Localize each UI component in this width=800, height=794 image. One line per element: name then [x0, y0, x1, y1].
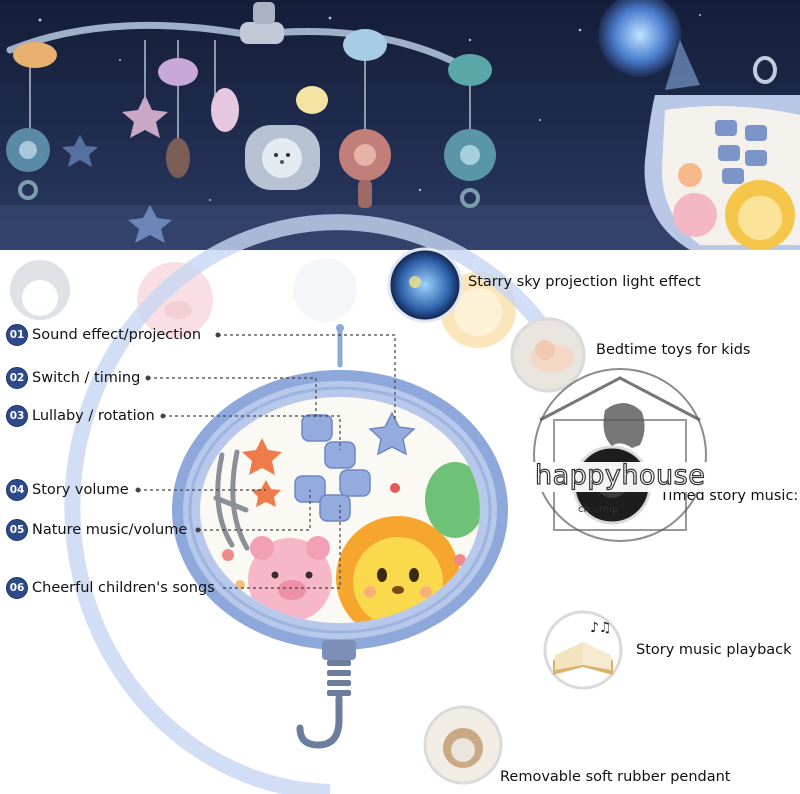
feature-story-playback-label: Story music playback — [636, 642, 792, 658]
callout-sound-effect: 01 Sound effect/projection — [6, 324, 201, 346]
callout-label: Cheerful children's songs — [32, 580, 215, 596]
callout-story-volume: 04 Story volume — [6, 479, 129, 501]
callout-switch-timing: 02 Switch / timing — [6, 367, 140, 389]
callout-number: 04 — [6, 479, 28, 501]
watermark-brand: happyhouse — [534, 459, 706, 491]
callout-number: 06 — [6, 577, 28, 599]
watermark-sub: cn...mip — [578, 504, 619, 515]
callout-childrens-songs: 06 Cheerful children's songs — [6, 577, 215, 599]
callout-label: Story volume — [32, 482, 129, 498]
callout-label: Switch / timing — [32, 370, 141, 386]
callout-number: 02 — [6, 367, 28, 389]
callout-label: Sound effect/projection — [32, 327, 202, 343]
night-sky-banner — [0, 0, 800, 250]
feature-bedtime-label: Bedtime toys for kids — [596, 342, 751, 358]
callout-number: 05 — [6, 519, 28, 541]
callout-label: Nature music/volume — [32, 522, 188, 538]
callout-nature-music: 05 Nature music/volume — [6, 519, 187, 541]
feature-pendant-label: Removable soft rubber pendant — [500, 769, 731, 785]
callout-lullaby-rotation: 03 Lullaby / rotation — [6, 405, 155, 427]
callout-number: 03 — [6, 405, 28, 427]
svg-text:♪♫: ♪♫ — [590, 620, 612, 636]
callout-label: Lullaby / rotation — [32, 408, 155, 424]
feature-projection-label: Starry sky projection light effect — [468, 274, 701, 290]
callout-number: 01 — [6, 324, 28, 346]
